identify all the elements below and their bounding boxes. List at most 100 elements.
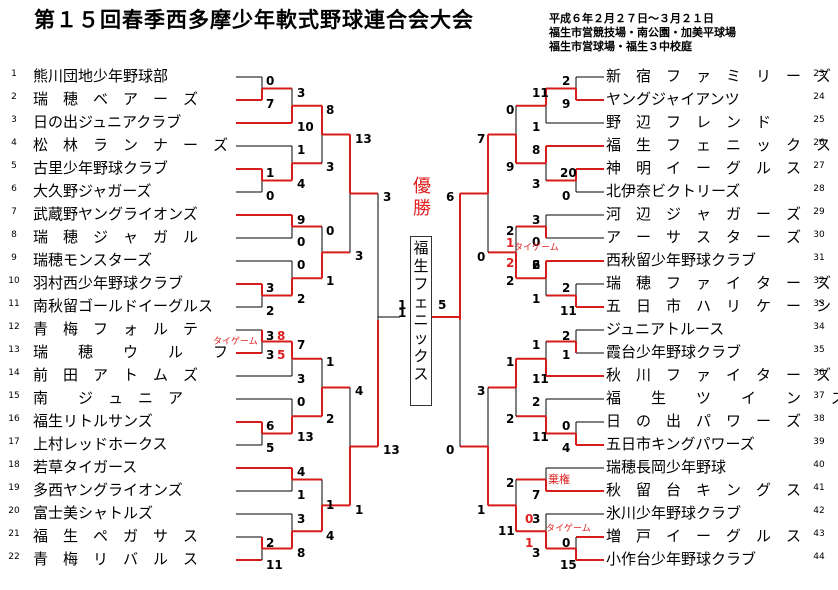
match-score: 7 — [532, 488, 541, 502]
match-score: 3 — [532, 512, 541, 526]
page-title: 第１５回春季西多摩少年軟式野球連合会大会 — [34, 7, 474, 32]
match-score: 1 — [532, 120, 541, 134]
match-score: 2 — [506, 412, 515, 426]
team-name: 福 生 ペ ガ サ ス — [33, 527, 199, 545]
match-score: 1 — [326, 355, 335, 369]
team-number: 4 — [11, 138, 17, 148]
team-name: 瑞 穂 ジ ャ ガ ル — [33, 228, 199, 246]
match-score: 0 — [506, 103, 515, 117]
match-score: 11 — [560, 304, 577, 318]
team-name: 瑞 穂 フ ァ イ タ ー ズ — [606, 274, 832, 292]
team-number: 25 — [813, 115, 825, 125]
match-score: 1 — [398, 306, 407, 320]
match-score: 4 — [297, 177, 306, 191]
team-number: 40 — [813, 460, 825, 470]
match-score: 2 — [326, 412, 335, 426]
team-name: 瑞 穂 ベ ア ー ズ — [33, 90, 199, 108]
match-score: 1 — [297, 488, 306, 502]
match-score: 8 — [532, 143, 541, 157]
match-score: 11 — [532, 86, 549, 100]
team-number: 21 — [8, 529, 20, 539]
team-name: 青 梅 リ バ ル ス — [33, 550, 199, 568]
team-number: 24 — [813, 92, 825, 102]
team-name: 秋 川 フ ァ イ タ ー ズ — [606, 366, 832, 384]
team-number: 15 — [8, 391, 20, 401]
team-number: 8 — [11, 230, 17, 240]
match-score: 11 — [498, 524, 515, 538]
team-number: 30 — [813, 230, 825, 240]
team-name: 氷川少年野球クラブ — [606, 504, 742, 522]
match-score: 0 — [326, 224, 335, 238]
match-score: 2 — [562, 329, 571, 343]
team-number: 12 — [8, 322, 20, 332]
team-name: 五 日 市 ハ リ ケ ー ン — [606, 297, 832, 315]
team-number: 22 — [8, 552, 20, 562]
match-score: 3 — [477, 384, 486, 398]
match-score: 2 — [562, 281, 571, 295]
team-number: 18 — [8, 460, 20, 470]
final-left-score: 1 — [398, 298, 407, 312]
match-score: 1 — [477, 503, 486, 517]
match-score: 0 — [477, 250, 486, 264]
team-number: 9 — [11, 253, 17, 263]
match-score: 1 — [562, 348, 571, 362]
match-score: 13 — [297, 430, 314, 444]
team-name: 南 ジ ュ ニ ア — [33, 389, 184, 407]
team-name: 五日市キングパワーズ — [606, 435, 755, 453]
match-score: 13 — [383, 443, 400, 457]
match-score: 2 — [506, 476, 515, 490]
team-name: 日 の 出 パ ワ ー ズ — [606, 412, 802, 430]
match-score: 0 — [297, 258, 306, 272]
match-score: 8 — [277, 329, 286, 343]
team-name: 福 生 ツ イ ン ズ — [606, 389, 838, 407]
team-name: 羽村西少年野球クラブ — [33, 274, 184, 292]
match-score: 4 — [562, 441, 571, 455]
match-score: 11 — [266, 558, 283, 572]
team-name: 熊川団地少年野球部 — [33, 67, 169, 85]
match-score: 5 — [277, 348, 286, 362]
team-number: 44 — [813, 552, 825, 562]
match-score: 7 — [477, 132, 486, 146]
match-score: 2 — [266, 304, 275, 318]
info-dates: 平成６年２月２７日～３月２１日 — [549, 12, 714, 25]
team-number: 28 — [813, 184, 825, 194]
match-score: 2 — [297, 292, 306, 306]
team-number: 27 — [813, 161, 825, 171]
match-score: 4 — [326, 529, 335, 543]
team-number: 31 — [813, 253, 825, 263]
match-score: 0 — [297, 235, 306, 249]
team-name: 新 宿 フ ァ ミ リ ー ズ — [606, 67, 832, 85]
team-name: 松 林 ラ ン ナ ー ズ — [33, 136, 229, 154]
tie-game-note-right-1: タイゲーム — [514, 243, 559, 253]
team-name: 多西ヤングライオンズ — [33, 481, 183, 499]
match-score: 2 — [532, 395, 541, 409]
match-score: 3 — [266, 329, 275, 343]
team-number: 43 — [813, 529, 825, 539]
match-score: 2 — [532, 258, 541, 272]
champion-label: 優勝 — [413, 176, 431, 219]
info-venues-2: 福生市営球場・福生３中校庭 — [549, 40, 692, 53]
team-name: 日の出ジュニアクラブ — [33, 113, 182, 131]
team-name: 福生リトルサンズ — [33, 412, 153, 430]
team-name: 瑞穂長岡少年野球 — [606, 458, 727, 476]
team-number: 32 — [813, 276, 825, 286]
match-score: 0 — [562, 536, 571, 550]
team-number: 3 — [11, 115, 17, 125]
team-number: 33 — [813, 299, 825, 309]
team-name: 西秋留少年野球クラブ — [606, 251, 757, 269]
team-name: ヤングジャイアンツ — [606, 90, 740, 108]
forfeit-note: 棄権 — [548, 473, 570, 486]
team-name: 河 辺 ジ ャ ガ ー ズ — [606, 205, 802, 223]
team-number: 36 — [813, 368, 825, 378]
match-score: 3 — [266, 281, 275, 295]
match-score: 0 — [532, 235, 541, 249]
match-score: 1 — [326, 274, 335, 288]
team-number: 35 — [813, 345, 825, 355]
match-score: 6 — [446, 190, 455, 204]
team-number: 23 — [813, 69, 825, 79]
match-score: 2 — [506, 256, 515, 270]
info-venues-1: 福生市営競技場・南公園・加美平球場 — [549, 26, 736, 39]
match-score: 11 — [532, 372, 549, 386]
team-number: 6 — [11, 184, 17, 194]
match-score: 1 — [355, 503, 364, 517]
